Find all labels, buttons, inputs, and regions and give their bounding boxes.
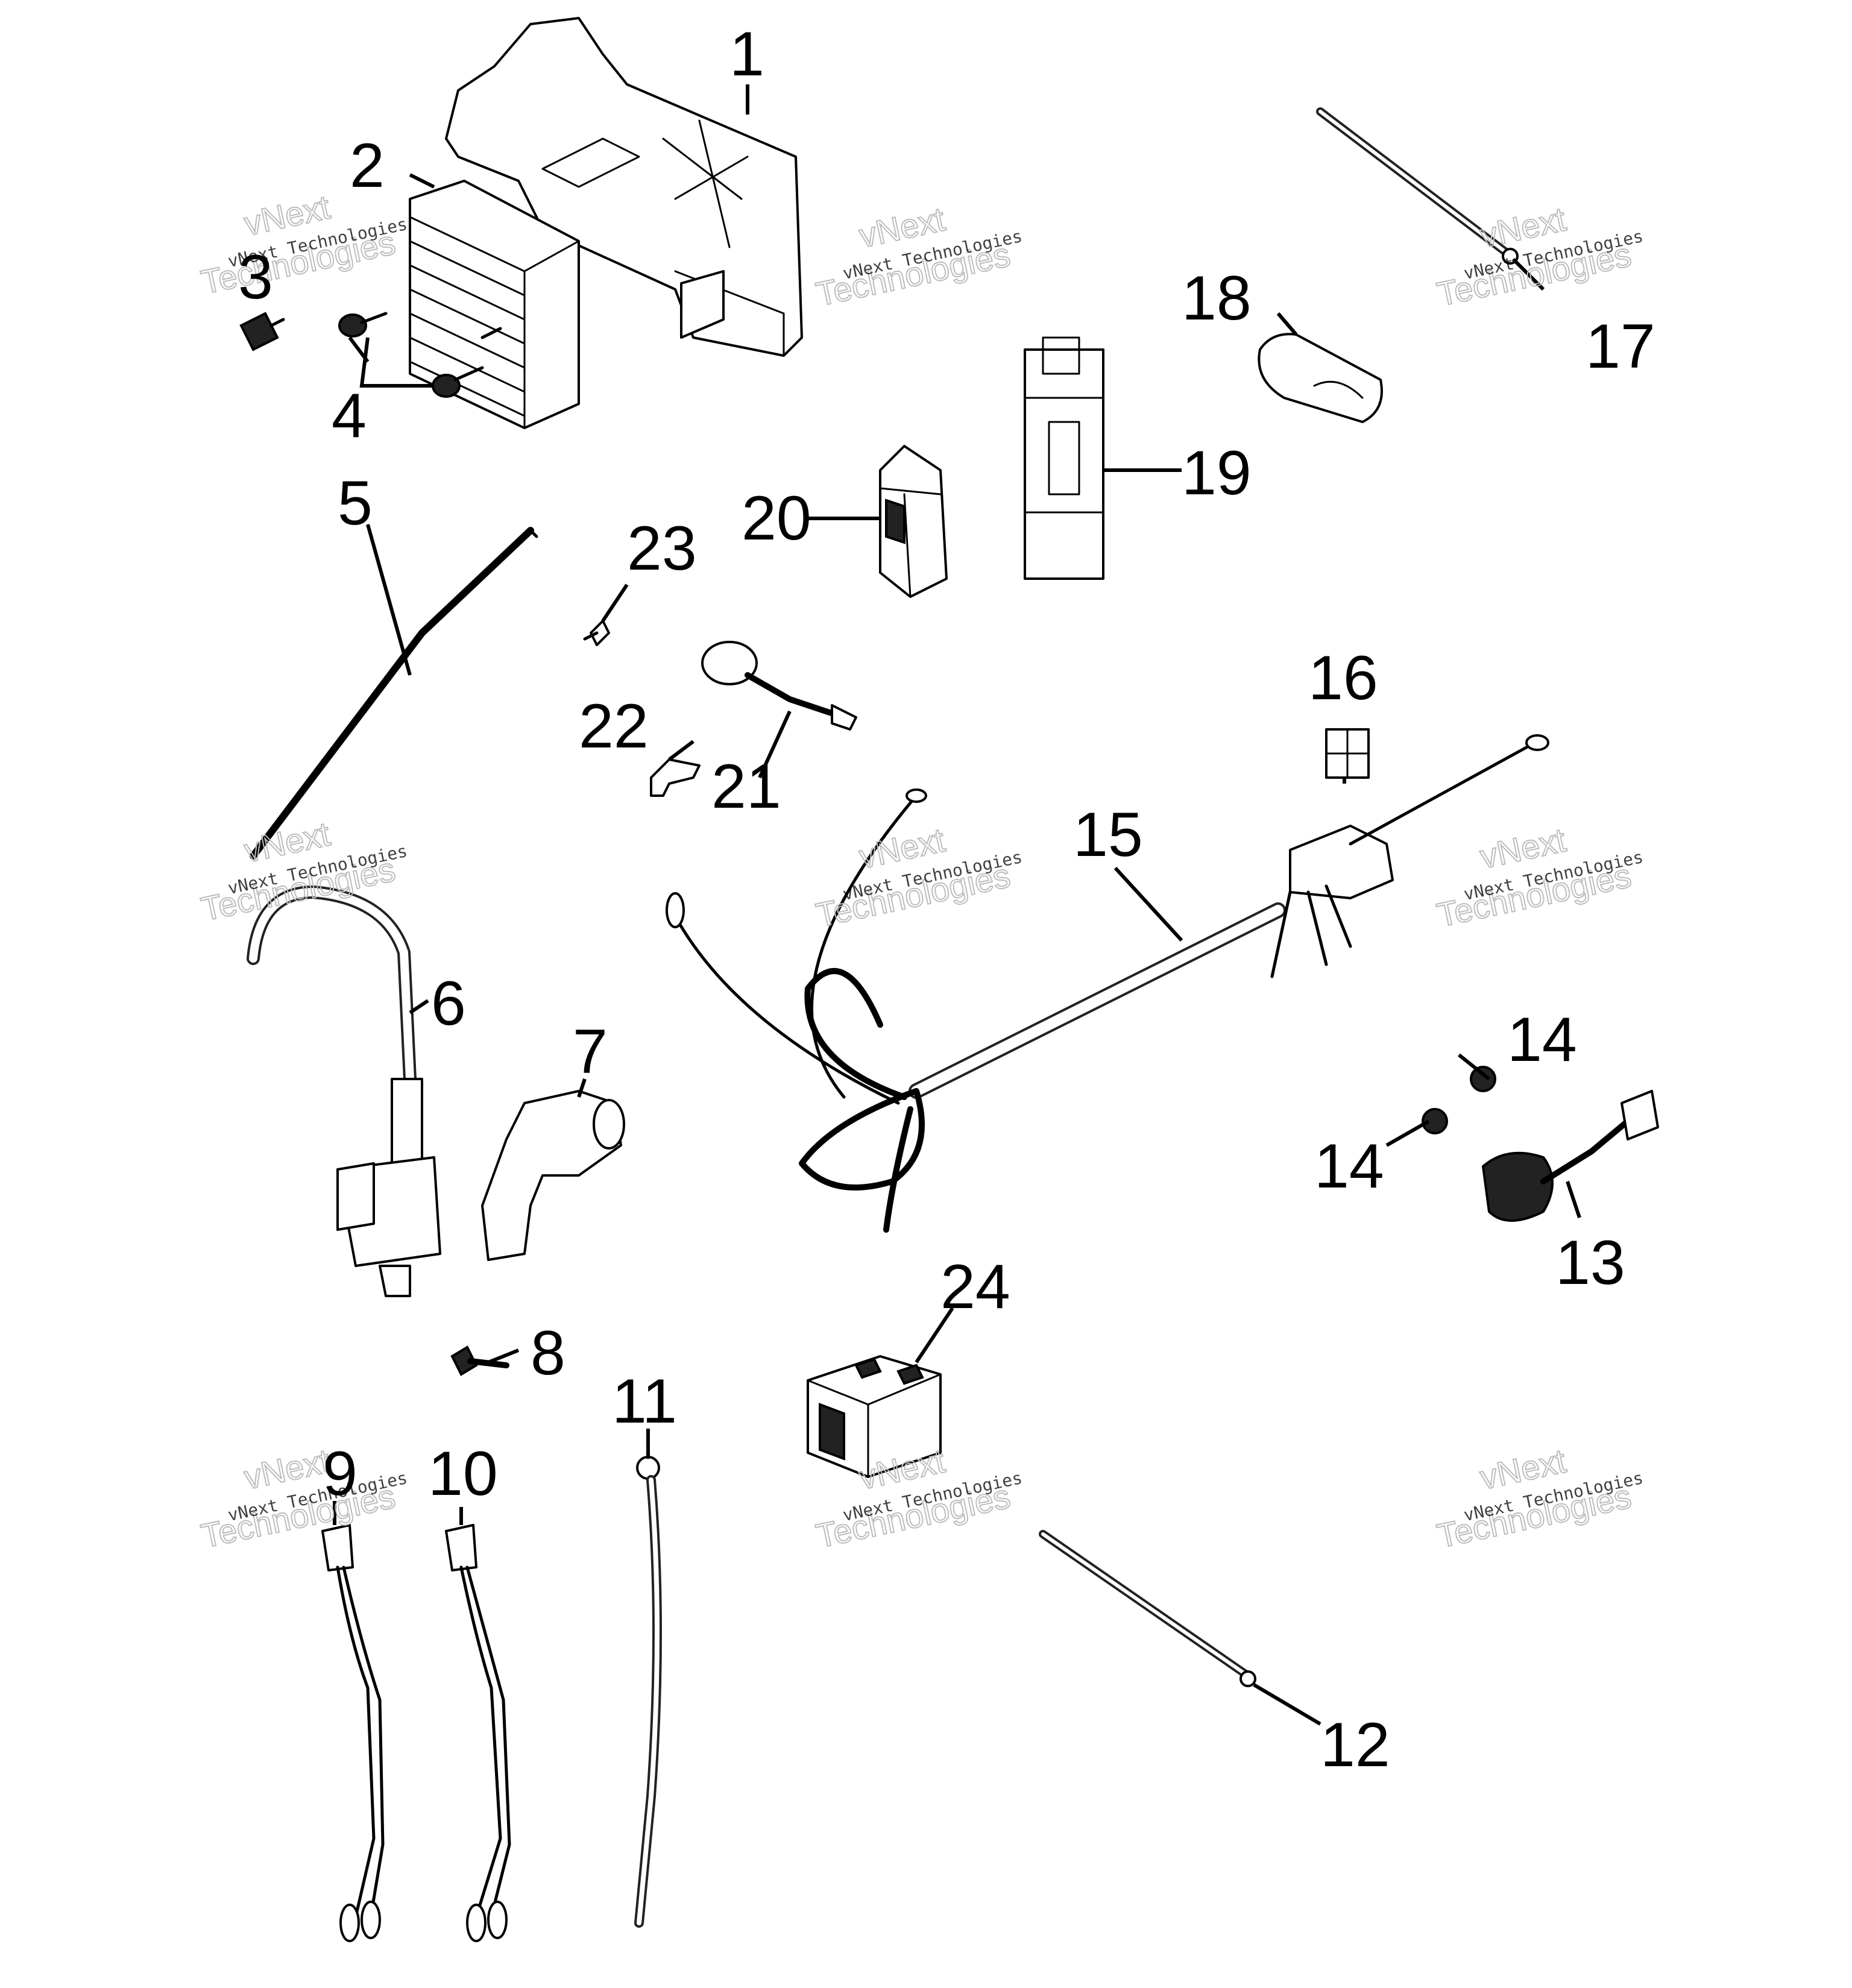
callout-23: 23: [627, 514, 697, 584]
part-3-bolt: [239, 312, 285, 351]
callout-3: 3: [238, 242, 273, 312]
part-10-socket: [445, 1524, 511, 1942]
callout-20: 20: [742, 483, 811, 553]
watermark-9: vNext Technologies vNext Technologies: [1433, 1441, 1645, 1555]
callout-22: 22: [579, 691, 649, 761]
callout-9: 9: [323, 1439, 357, 1509]
part-8-bolt: [450, 1345, 509, 1376]
watermark-grid: vNext Technologies vNext Technologies vN…: [197, 187, 1645, 1555]
callout-18: 18: [1182, 263, 1252, 333]
watermark-2: vNext Technologies vNext Technologies: [812, 199, 1024, 313]
callout-6: 6: [431, 969, 466, 1039]
callout-10: 10: [428, 1439, 498, 1509]
part-7-plug-cap: [481, 1090, 625, 1261]
callout-11: 11: [612, 1367, 677, 1436]
part-5-rod: [250, 527, 538, 860]
callout-4: 4: [332, 381, 367, 451]
part-4-screws: [338, 312, 502, 398]
part-16-connector: [1325, 728, 1370, 779]
callout-13: 13: [1555, 1228, 1625, 1298]
watermark-5: vNext Technologies vNext Technologies: [812, 820, 1024, 934]
callout-2: 2: [350, 131, 385, 201]
callout-labels: 1 2 3 4 5 6 7 8 9 10 11 12 13 14 14 15 1…: [238, 19, 1655, 1780]
callout-15: 15: [1073, 800, 1143, 870]
callout-24: 24: [940, 1252, 1010, 1322]
callout-5: 5: [338, 468, 373, 538]
part-18-fuse-cap: [1258, 333, 1383, 423]
callout-7: 7: [573, 1017, 608, 1087]
part-9-socket: [321, 1524, 385, 1942]
watermark-3: vNext Technologies vNext Technologies: [1433, 199, 1645, 313]
callout-19: 19: [1182, 438, 1252, 508]
part-11-cable: [634, 1456, 662, 1928]
part-15-harness: [666, 734, 1549, 1233]
callout-14-lower: 14: [1314, 1131, 1384, 1201]
callout-17: 17: [1586, 312, 1655, 382]
part-24-battery: [807, 1355, 942, 1478]
callout-14-upper: 14: [1507, 1005, 1577, 1075]
leader-lines: [333, 84, 1581, 1726]
callout-8: 8: [531, 1318, 565, 1388]
part-20-relay: [879, 445, 948, 598]
part-23-terminal: [583, 620, 610, 646]
part-2-regulator: [409, 180, 580, 429]
callout-21: 21: [711, 752, 781, 822]
part-21-sensor: [701, 641, 857, 731]
part-22-clip: [650, 758, 701, 797]
part-1-bracket: [445, 17, 803, 357]
callout-12: 12: [1320, 1710, 1390, 1780]
watermark-7: vNext Technologies vNext Technologies: [197, 1441, 409, 1555]
part-12-tie: [1039, 1530, 1256, 1687]
part-6-ignition-coil: [247, 885, 441, 1297]
watermark-6: vNext Technologies vNext Technologies: [1433, 820, 1645, 934]
part-13-switch: [1481, 1090, 1659, 1222]
part-14-nuts: [1422, 1066, 1496, 1134]
callout-1: 1: [729, 19, 764, 89]
part-19-fuse-holder: [1024, 336, 1104, 580]
callout-16: 16: [1308, 643, 1378, 713]
